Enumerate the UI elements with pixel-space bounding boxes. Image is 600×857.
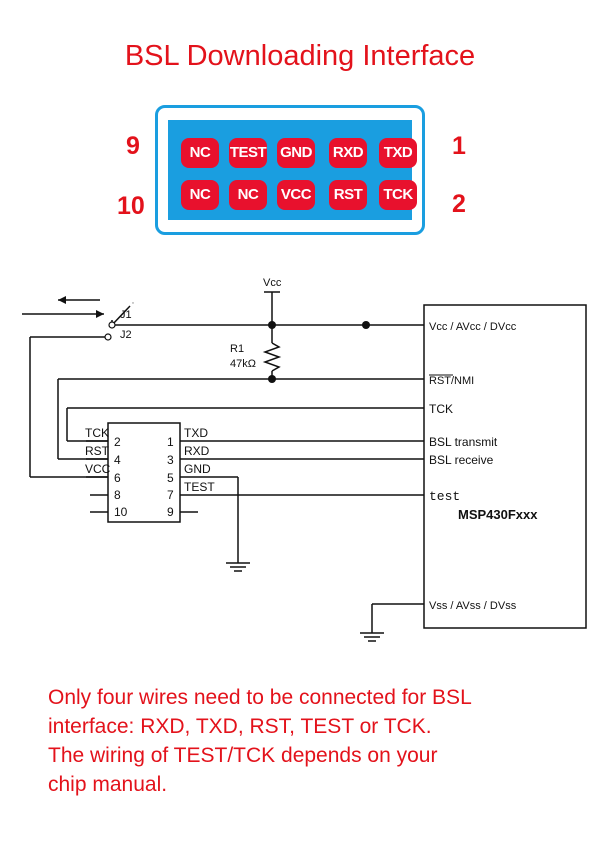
switch-contacts bbox=[104, 302, 134, 341]
mcu-pin-bsl-receive: BSL receive bbox=[429, 453, 494, 467]
header-label-rst: RST bbox=[85, 444, 110, 458]
pin-number-9: 9 bbox=[126, 132, 140, 160]
connector-pin-6: VCC bbox=[277, 180, 315, 210]
vcc-label: Vcc bbox=[263, 277, 282, 289]
header-pin-7: 7 bbox=[167, 488, 174, 502]
pin-number-10: 10 bbox=[117, 192, 145, 220]
header-label-tck: TCK bbox=[85, 426, 109, 440]
connector-pin-2: TCK bbox=[379, 180, 417, 210]
header-pin-1: 1 bbox=[167, 435, 174, 449]
note-line-1: Only four wires need to be connected for… bbox=[48, 686, 472, 709]
mcu-pin-rst-nmi: RST/NMI bbox=[429, 375, 474, 387]
schematic-junctions bbox=[58, 296, 370, 383]
r1-name: R1 bbox=[230, 343, 244, 355]
header-pin-9: 9 bbox=[167, 505, 174, 519]
header-label-test: TEST bbox=[184, 480, 215, 494]
connector-pin-5: GND bbox=[277, 138, 315, 168]
j2-label: J2 bbox=[120, 329, 132, 341]
mcu-pin-vcc: Vcc / AVcc / DVcc bbox=[429, 321, 517, 333]
page-title: BSL Downloading Interface bbox=[124, 40, 476, 72]
header-pin-3: 3 bbox=[167, 453, 174, 467]
j1-label: J1 bbox=[120, 309, 132, 321]
connector-pin-4: RST bbox=[329, 180, 367, 210]
wiring-note: Only four wires need to be connected for… bbox=[48, 683, 588, 799]
connector-pin-10: NC bbox=[181, 180, 219, 210]
header-pin-2: 2 bbox=[114, 435, 121, 449]
connector-pin-8: NC bbox=[229, 180, 267, 210]
schematic-wires bbox=[22, 291, 587, 642]
header-pin-8: 8 bbox=[114, 488, 121, 502]
mcu-pin-test: test bbox=[429, 489, 460, 504]
header-pin-6: 6 bbox=[114, 471, 121, 485]
header-label-vcc: VCC bbox=[85, 462, 111, 476]
mcu-pin-bsl-transmit: BSL transmit bbox=[429, 435, 498, 449]
connector-pin-3: RXD bbox=[329, 138, 367, 168]
mcu-pin-vss: Vss / AVss / DVss bbox=[429, 600, 517, 612]
header-pin-4: 4 bbox=[114, 453, 121, 467]
pin-number-2: 2 bbox=[452, 190, 466, 218]
mcu-pin-tck: TCK bbox=[429, 402, 453, 416]
header-pin-10: 10 bbox=[114, 505, 128, 519]
header-pin-5: 5 bbox=[167, 471, 174, 485]
connector-pin-7: TEST bbox=[229, 138, 267, 168]
header-label-txd: TXD bbox=[184, 426, 208, 440]
header-label-gnd: GND bbox=[184, 462, 211, 476]
note-line-4: chip manual. bbox=[48, 773, 168, 796]
header-label-rxd: RXD bbox=[184, 444, 210, 458]
r1-value: 47kΩ bbox=[230, 358, 256, 370]
mcu-name: MSP430Fxxx bbox=[458, 507, 538, 522]
bsl-connector: NC TEST GND RXD TXD NC NC VCC RST TCK bbox=[155, 105, 425, 235]
pin-number-1: 1 bbox=[452, 132, 466, 160]
note-line-3: The wiring of TEST/TCK depends on your bbox=[48, 744, 438, 767]
note-line-2: interface: RXD, TXD, RST, TEST or TCK. bbox=[48, 715, 432, 738]
connector-pin-1: TXD bbox=[379, 138, 417, 168]
connector-pin-9: NC bbox=[181, 138, 219, 168]
